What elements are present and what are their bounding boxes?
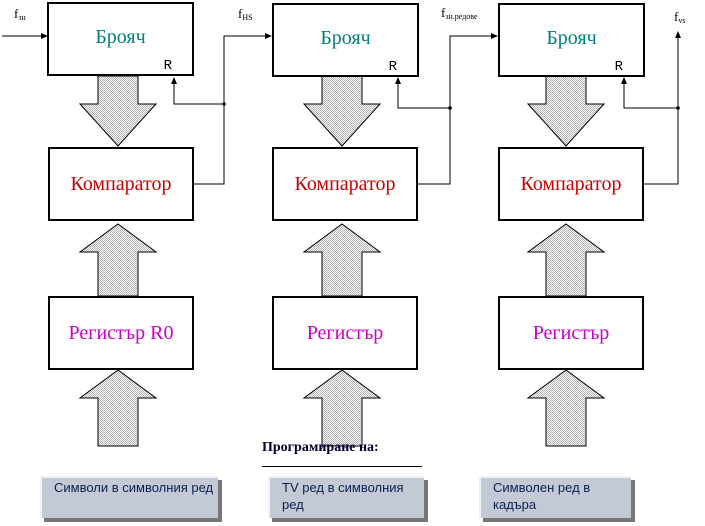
input-wire — [2, 33, 48, 39]
data-arrow-up-2 — [302, 223, 382, 297]
register-block-3: Регистър — [498, 296, 644, 370]
counter-label: Брояч — [546, 27, 597, 49]
program-arrow-up-3 — [526, 369, 606, 447]
register-label: Регистър — [532, 322, 610, 344]
program-card-2: TV ред в символния ред — [268, 476, 424, 518]
comparator-block-3: Компаратор — [498, 147, 644, 221]
program-arrow-up-1 — [78, 369, 158, 447]
reset-pin-label: R — [388, 59, 397, 75]
register-block-2: Регистър — [272, 296, 418, 370]
comparator-block-1: Компаратор — [48, 147, 194, 221]
counter-label: Брояч — [320, 27, 371, 49]
comparator-label: Компаратор — [520, 173, 622, 195]
counter-block-1: Брояч R — [47, 2, 194, 76]
program-card-1: Символи в символния ред — [40, 476, 218, 518]
hs-signal-label: fHS — [238, 6, 253, 22]
register-label: Регистър — [306, 322, 384, 344]
data-arrow-up-1 — [78, 223, 158, 297]
counter-label: Брояч — [95, 26, 146, 48]
feedback-wire-1 — [173, 35, 268, 185]
programming-title: Програмиране на: — [262, 440, 379, 455]
data-arrow-up-3 — [526, 223, 606, 297]
comparator-block-2: Компаратор — [272, 147, 418, 221]
counter-block-3: Брояч R — [498, 3, 645, 77]
programming-divider — [262, 466, 422, 467]
rows-signal-label: fзн.редове — [441, 5, 478, 21]
reset-pin-label: R — [163, 58, 172, 74]
register-label: Регистър R0 — [68, 322, 174, 344]
comparator-label: Компаратор — [70, 173, 172, 195]
feedback-wire-2 — [397, 35, 494, 185]
data-arrow-down-1 — [78, 75, 158, 147]
program-arrow-up-2 — [302, 369, 382, 447]
comparator-label: Компаратор — [294, 173, 396, 195]
register-block-1: Регистър R0 — [48, 296, 194, 370]
reset-pin-label: R — [614, 59, 623, 75]
input-signal-label: fзн — [14, 6, 26, 22]
data-arrow-down-3 — [526, 75, 606, 147]
counter-block-2: Брояч R — [272, 3, 419, 77]
feedback-wire-3 — [623, 36, 679, 185]
program-card-3: Символен ред в кадъра — [479, 476, 631, 518]
vs-signal-label: fvs — [674, 9, 686, 25]
data-arrow-down-2 — [302, 75, 382, 147]
